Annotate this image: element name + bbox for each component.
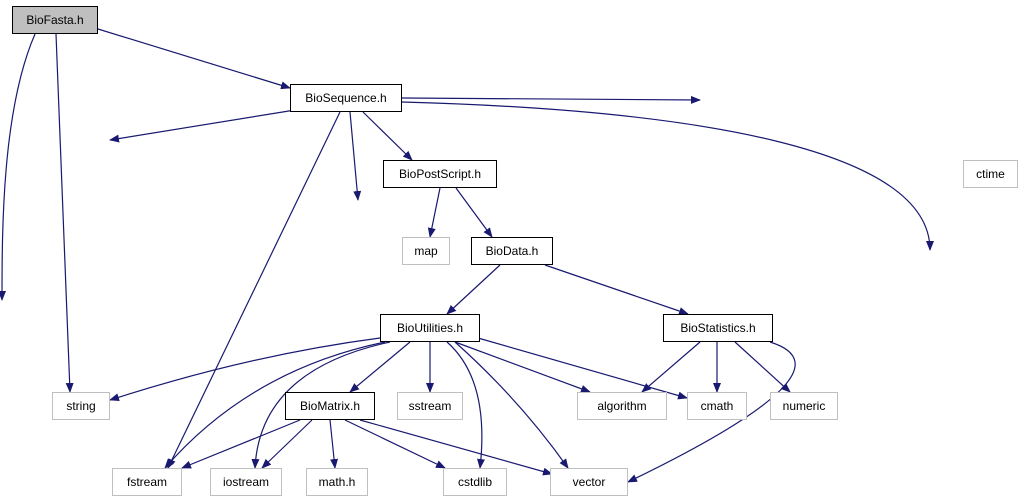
edge-biostatistics-to-vector (627, 341, 796, 483)
node-iostream: iostream (210, 468, 282, 496)
edge-bioutilities-to-cmath (477, 337, 688, 400)
edge-bioutilities-to-vector (454, 341, 569, 469)
edge-biosequence-to-biopostscript (362, 111, 413, 161)
edge-biosequence-to-fstream (167, 111, 341, 469)
edge-biostatistics-to-algorithm (641, 341, 701, 393)
node-fstream: fstream (112, 468, 182, 496)
node-cstdlib: cstdlib (443, 468, 507, 496)
edge-biomatrix-to-iostream (261, 419, 313, 469)
node-biostatistics-h[interactable]: BioStatistics.h (663, 314, 773, 342)
edge-biopostscript-to-map (427, 187, 441, 238)
node-sstream: sstream (397, 392, 463, 420)
edge-bioutilities-to-iostream (251, 341, 391, 469)
node-vector: vector (550, 468, 628, 496)
edge-biosequence-to-ctime (401, 95, 701, 104)
edge-biopostscript-to-biodata (455, 187, 493, 238)
edge-bioutilities-to-algorithm (454, 341, 591, 393)
edge-biostatistics-to-numeric (734, 341, 791, 393)
edge-bioutilities-to-string (109, 337, 381, 402)
edge-biomatrix-to-fstream (181, 419, 301, 469)
edge-biosequence-to-vector (401, 101, 934, 251)
edge-bioutilities-to-biomatrix (349, 341, 411, 393)
edge-bioutilities-to-cstdlib (446, 341, 485, 469)
edge-biofasta-to-biosequence (97, 28, 291, 90)
node-ctime: ctime (963, 160, 1018, 188)
node-algorithm: algorithm (577, 392, 667, 420)
node-math-h: math.h (306, 468, 368, 496)
edge-biofasta-to-fstream (0, 33, 36, 301)
edge-biodata-to-biostatistics (544, 264, 689, 315)
node-biosequence-h[interactable]: BioSequence.h (290, 84, 402, 112)
edge-biomatrix-to-cstdlib (344, 419, 446, 469)
node-biopostscript-h[interactable]: BioPostScript.h (383, 160, 497, 188)
edge-biomatrix-to-vector (359, 419, 553, 476)
edge-biodata-to-bioutilities (446, 264, 501, 315)
node-biodata-h[interactable]: BioData.h (471, 237, 553, 265)
edge-biosequence-to-bioutilities (349, 111, 362, 201)
edge-biofasta-to-string (55, 33, 74, 393)
edge-biomatrix-to-math_h (329, 419, 339, 469)
node-biomatrix-h[interactable]: BioMatrix.h (285, 392, 375, 420)
node-map: map (402, 237, 450, 265)
node-string: string (52, 392, 110, 420)
node-numeric: numeric (770, 392, 838, 420)
edge-bioutilities-to-fstream (164, 341, 386, 469)
node-biofasta-h: BioFasta.h (12, 6, 98, 34)
node-cmath: cmath (687, 392, 747, 420)
edge-biosequence-to-string (109, 109, 296, 143)
node-bioutilities-h[interactable]: BioUtilities.h (380, 314, 480, 342)
